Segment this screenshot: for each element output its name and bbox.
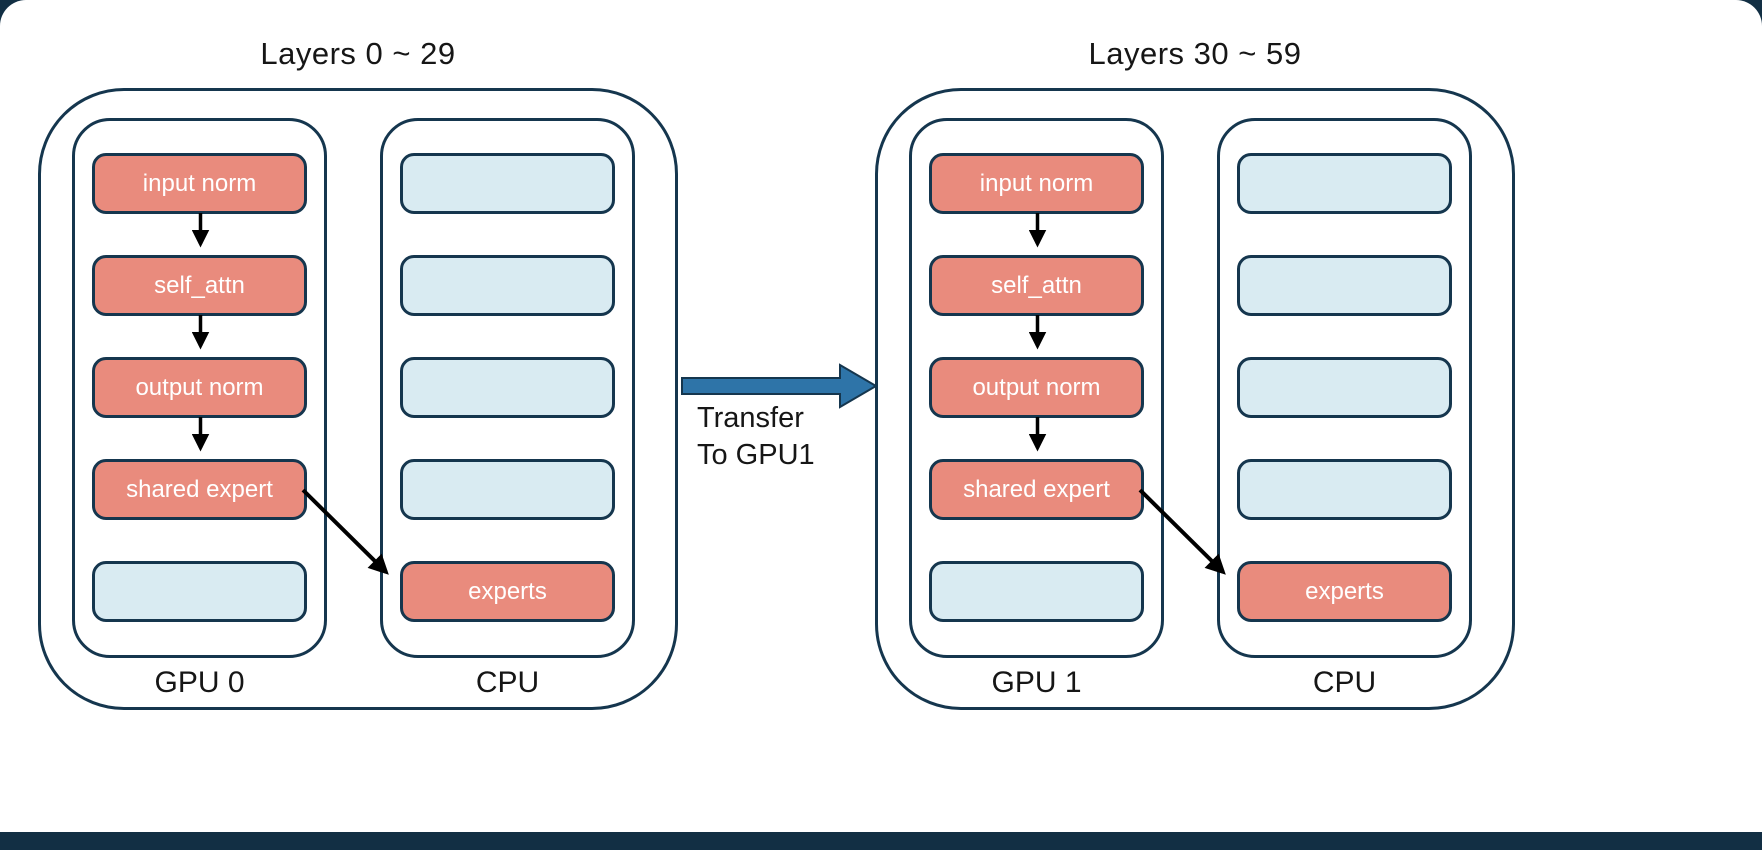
gpu0-container: input norm self_attn output norm shared … [72, 118, 327, 658]
transfer-label-line1: Transfer [697, 402, 804, 434]
cpu-container-left: experts [380, 118, 635, 658]
block-input-norm: input norm [92, 153, 307, 214]
block-empty-placeholder [400, 357, 615, 418]
layer-group-left: input norm self_attn output norm shared … [38, 88, 678, 710]
gpu1-container: input norm self_attn output norm shared … [909, 118, 1164, 658]
block-empty-placeholder [929, 561, 1144, 622]
layer-group-left-outline [38, 88, 678, 710]
block-empty-placeholder [1237, 255, 1452, 316]
block-empty-placeholder [400, 255, 615, 316]
block-empty-placeholder [400, 459, 615, 520]
block-empty-placeholder [1237, 459, 1452, 520]
right-panel-title: Layers 30 ~ 59 [1088, 36, 1302, 71]
footer-bar [0, 832, 1762, 850]
block-self-attn: self_attn [92, 255, 307, 316]
block-shared-expert: shared expert [92, 459, 307, 520]
gpu0-label: GPU 0 [154, 666, 245, 699]
layer-group-right: input norm self_attn output norm shared … [875, 88, 1515, 710]
gpu1-label: GPU 1 [991, 666, 1082, 699]
block-empty-placeholder [92, 561, 307, 622]
cpu-label-right: CPU [1312, 666, 1377, 699]
block-input-norm: input norm [929, 153, 1144, 214]
block-self-attn: self_attn [929, 255, 1144, 316]
block-experts: experts [1237, 561, 1452, 622]
cpu-container-right: experts [1217, 118, 1472, 658]
cpu-label-left: CPU [475, 666, 540, 699]
transfer-label-line2: To GPU1 [697, 439, 815, 471]
block-shared-expert: shared expert [929, 459, 1144, 520]
left-panel-title: Layers 0 ~ 29 [260, 36, 456, 71]
block-empty-placeholder [1237, 153, 1452, 214]
block-experts: experts [400, 561, 615, 622]
block-output-norm: output norm [929, 357, 1144, 418]
block-empty-placeholder [400, 153, 615, 214]
slide-canvas: Layers 0 ~ 29 Layers 30 ~ 59 input norm … [0, 0, 1762, 832]
block-empty-placeholder [1237, 357, 1452, 418]
transfer-label: Transfer To GPU1 [697, 400, 815, 474]
block-output-norm: output norm [92, 357, 307, 418]
